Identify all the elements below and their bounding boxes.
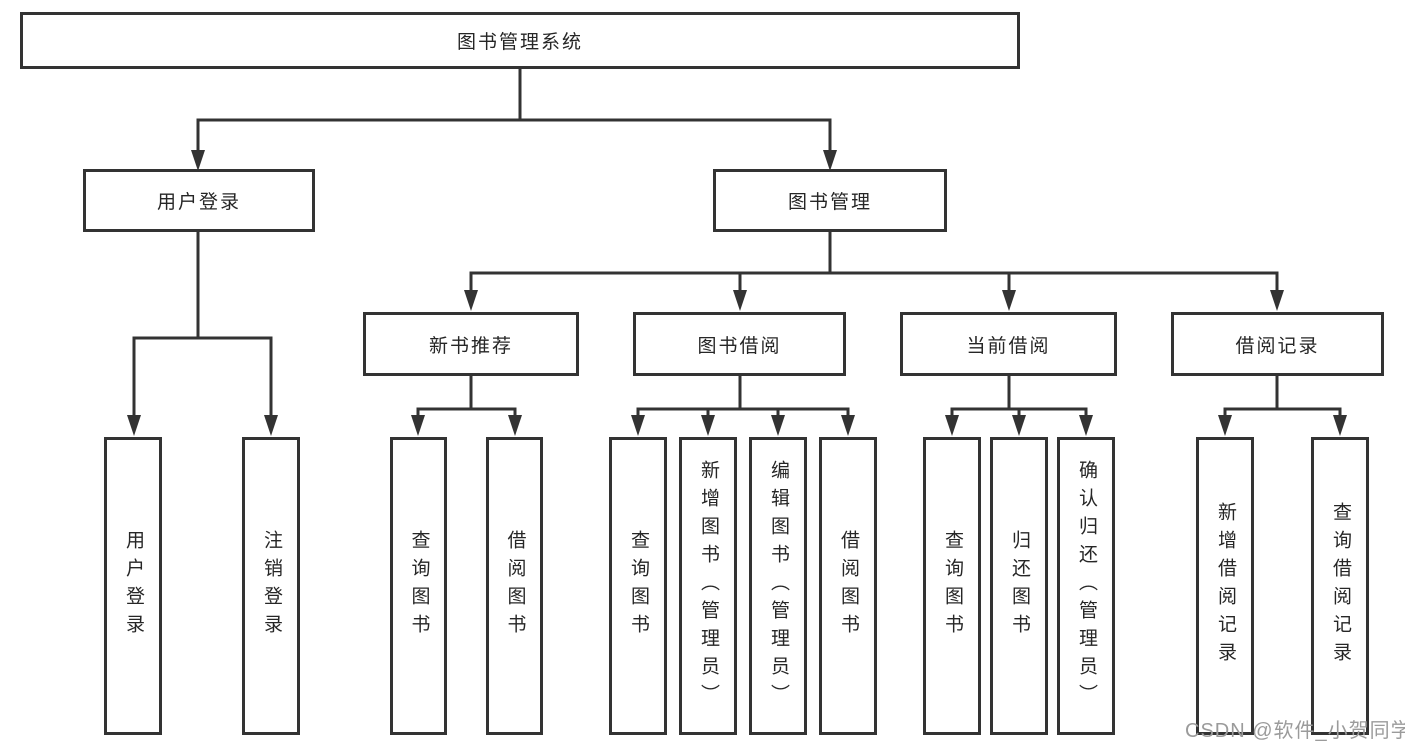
leaf-return-books-label: 归还图书 [1009,530,1030,642]
leaf-add-borrow-record: 新增借阅记录 [1196,437,1254,735]
leaf-query-books-recommend: 查询图书 [390,437,447,735]
node-book-management: 图书管理 [713,169,947,232]
leaf-edit-books-admin-label: 编辑图书（管理员） [768,460,789,712]
leaf-query-books-current-label: 查询图书 [942,530,963,642]
leaf-query-books-borrow: 查询图书 [609,437,667,735]
node-new-book-recommend: 新书推荐 [363,312,579,376]
leaf-logout: 注销登录 [242,437,300,735]
leaf-user-login-label: 用户登录 [123,530,144,642]
leaf-query-books-recommend-label: 查询图书 [408,530,430,642]
leaf-return-books: 归还图书 [990,437,1048,735]
leaf-query-borrow-record-label: 查询借阅记录 [1330,502,1351,670]
leaf-add-borrow-record-label: 新增借阅记录 [1215,502,1236,670]
csdn-watermark: CSDN @软件_小贺同学 [1185,720,1405,742]
node-book-borrow: 图书借阅 [633,312,846,376]
node-borrow-record: 借阅记录 [1171,312,1384,376]
leaf-borrow-books-recommend-label: 借阅图书 [504,530,526,642]
connector-new-book-children [411,376,522,436]
leaf-confirm-return-admin: 确认归还（管理员） [1057,437,1115,735]
node-user-login: 用户登录 [83,169,315,232]
leaf-borrow-books: 借阅图书 [819,437,877,735]
connector-root-to-level2 [191,69,837,171]
connector-user-login-children [127,232,278,436]
leaf-add-books-admin: 新增图书（管理员） [679,437,737,735]
leaf-borrow-books-label: 借阅图书 [838,530,859,642]
connector-borrow-record-children [1218,376,1347,436]
connector-book-management-children [464,232,1284,311]
leaf-query-borrow-record: 查询借阅记录 [1311,437,1369,735]
node-current-borrow: 当前借阅 [900,312,1117,376]
leaf-edit-books-admin: 编辑图书（管理员） [749,437,807,735]
leaf-logout-label: 注销登录 [261,530,282,642]
connector-book-borrow-children [631,376,855,436]
connector-current-borrow-children [945,376,1093,436]
leaf-borrow-books-recommend: 借阅图书 [486,437,543,735]
leaf-query-books-current: 查询图书 [923,437,981,735]
leaf-confirm-return-admin-label: 确认归还（管理员） [1076,460,1097,712]
leaf-add-books-admin-label: 新增图书（管理员） [698,460,719,712]
leaf-query-books-borrow-label: 查询图书 [628,530,649,642]
leaf-user-login: 用户登录 [104,437,162,735]
node-root-system: 图书管理系统 [20,12,1020,69]
